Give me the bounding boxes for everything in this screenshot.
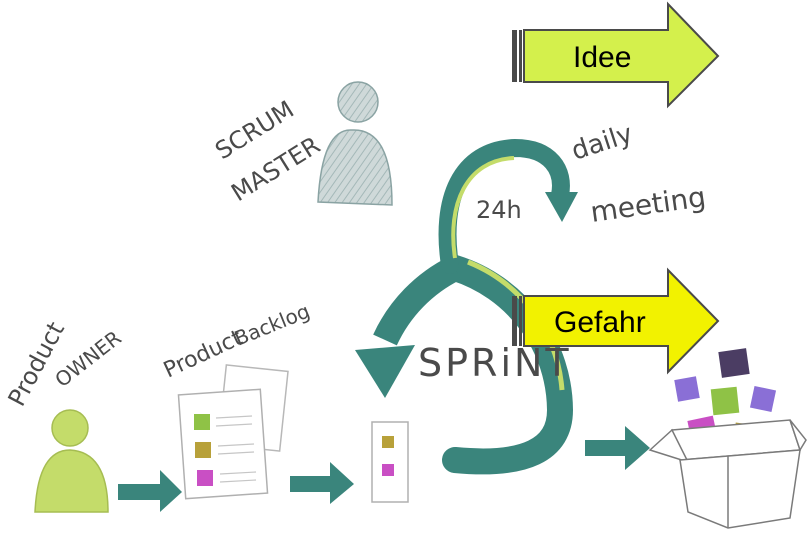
cycle-24h-label: 24h [476,196,522,224]
product-owner-label-1: Product [3,317,71,411]
gefahr-callout-arrow [512,267,720,375]
daily-label: daily [568,119,637,167]
arrow-sprint-to-increment [585,426,650,470]
arrow-owner-to-backlog [118,470,182,512]
sticky-magenta [197,470,213,486]
scrum-master-figure [317,81,393,206]
product-backlog-label-2: Backlog [231,299,313,351]
sticky-green [194,414,210,430]
sprint-backlog-card [371,421,409,503]
meeting-label: meeting [588,180,707,229]
idee-label: Idee [573,41,631,74]
gefahr-label: Gefahr [554,306,646,339]
sticky-olive [195,442,211,458]
sprint-label: SPRiNT [418,341,572,385]
product-owner-figure [34,409,109,513]
idee-callout-arrow [512,1,720,109]
product-increment-box [648,348,807,529]
sprint-cycle [355,138,578,475]
product-backlog-docs [177,364,289,500]
arrow-backlog-to-sprint [290,462,354,504]
